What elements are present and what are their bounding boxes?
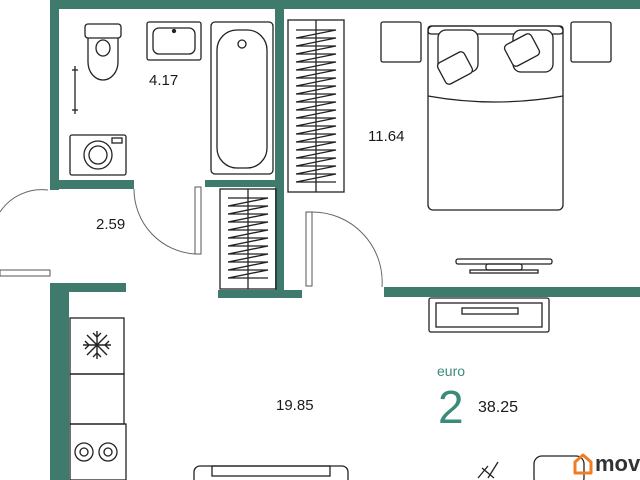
kitchen-counter xyxy=(69,373,127,480)
wall-bedroom-bottom xyxy=(384,287,640,297)
towel-rail xyxy=(72,66,78,114)
wall-left-lower-top xyxy=(50,283,126,292)
hall-area-label: 2.59 xyxy=(96,216,126,233)
bedroom-area-label: 11.64 xyxy=(368,128,405,145)
wall-left-upper xyxy=(50,0,59,190)
brand-logo: mov xyxy=(573,450,640,478)
snowflake-icon xyxy=(83,331,111,359)
toilet xyxy=(84,23,122,81)
wall-top xyxy=(50,0,640,9)
living-area-label: 19.85 xyxy=(276,397,314,414)
bedroom-furniture xyxy=(380,21,612,274)
nightstand-right xyxy=(570,21,612,63)
bath-door-leaf xyxy=(194,186,202,255)
hall-wardrobe xyxy=(219,188,277,290)
tv-bedroom xyxy=(455,258,553,274)
washing-machine xyxy=(69,134,127,176)
bathroom-area-label: 4.17 xyxy=(149,72,179,89)
entry-door-leaf xyxy=(0,269,51,277)
wall-bath-bottom xyxy=(50,180,134,189)
wardrobes xyxy=(219,19,345,290)
wall-closet-bottom xyxy=(218,290,302,298)
doors xyxy=(0,186,383,288)
wall-bath-bottom-right xyxy=(205,180,275,187)
nightstand-left xyxy=(380,21,422,63)
wall-left-lower xyxy=(50,283,69,480)
total-area-label: 38.25 xyxy=(478,399,519,416)
apartment-type-label: euro xyxy=(437,363,466,379)
bedroom-door-arc xyxy=(311,211,383,288)
sink xyxy=(146,21,202,61)
living-furniture xyxy=(69,297,585,480)
brand-house-icon xyxy=(573,453,593,475)
entry-door-arc xyxy=(0,189,49,213)
bath-door-arc xyxy=(133,188,196,255)
bedroom-wardrobe xyxy=(287,19,345,193)
wall-partition xyxy=(275,0,284,298)
bathtub xyxy=(210,21,274,175)
armchair xyxy=(533,455,585,480)
brand-text: mov xyxy=(595,451,640,476)
walls xyxy=(50,0,640,480)
bedroom-door-leaf xyxy=(305,211,313,287)
bed xyxy=(427,25,564,211)
room-count-label: 2 xyxy=(438,381,464,433)
bathroom-fixtures xyxy=(69,21,274,176)
sofa xyxy=(193,465,349,480)
tv-unit xyxy=(428,297,550,333)
plant xyxy=(477,461,499,479)
